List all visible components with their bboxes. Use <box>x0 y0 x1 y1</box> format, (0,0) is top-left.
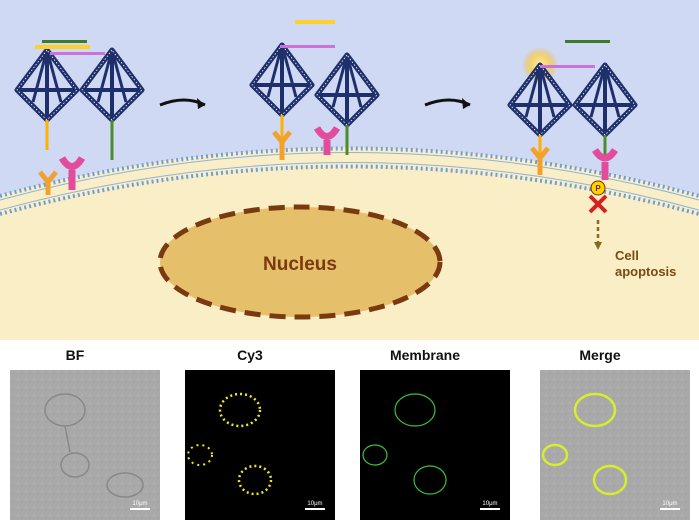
arrow-head-2 <box>462 98 470 109</box>
receptor-yellow <box>38 170 58 195</box>
bf-neurite <box>64 425 71 453</box>
phospho-label: P <box>595 184 601 193</box>
receptor-pink-3 <box>592 147 618 180</box>
receptor-pink <box>58 156 86 190</box>
scale-label: 10μm <box>662 501 677 507</box>
bf-panel: 10μm <box>10 370 160 520</box>
scale-label: 10μm <box>482 501 497 507</box>
phosphorylation-blocked-marker: P <box>588 180 608 214</box>
cy3-cell <box>237 464 273 496</box>
panel-title-cy3: Cy3 <box>237 347 263 363</box>
bf-cell <box>106 472 144 498</box>
released-strand <box>295 20 335 24</box>
linker-strand <box>50 52 105 55</box>
merge-image <box>540 370 690 520</box>
scale-bar <box>130 508 150 510</box>
stage-1-receptors <box>38 156 86 195</box>
panel-title-membrane: Membrane <box>390 347 460 363</box>
scale-bar <box>480 508 500 510</box>
panel-title-merge: Merge <box>579 347 620 363</box>
merge-panel: 10μm <box>540 370 690 520</box>
linker-strand-2 <box>280 45 335 48</box>
aptamer-strand <box>35 45 90 49</box>
membrane-cell <box>362 444 388 466</box>
merge-cell <box>592 464 628 496</box>
membrane-cell <box>394 393 436 427</box>
dna-strand-green <box>42 40 87 43</box>
scale-bar <box>660 508 680 510</box>
cy3-cell <box>187 444 213 466</box>
bf-image <box>10 370 160 520</box>
phospho-badge <box>590 180 606 196</box>
stage-2-dna-tetrahedra <box>252 20 377 155</box>
apoptosis-label-line1: Cell <box>615 248 639 263</box>
cy3-panel: 10μm <box>185 370 335 520</box>
scale-label: 10μm <box>307 501 322 507</box>
membrane-image <box>360 370 510 520</box>
arrow-head-1 <box>197 98 205 109</box>
bf-cell <box>60 452 90 478</box>
block-x-icon <box>588 194 608 214</box>
stage-3-dna-tetrahedra <box>510 40 635 160</box>
linker-strand-3 <box>540 65 595 68</box>
cy3-cell <box>218 392 262 428</box>
released-strand-3 <box>565 40 610 43</box>
nucleus-label: Nucleus <box>263 254 337 275</box>
merge-cell <box>573 392 617 428</box>
apoptosis-label-line2: apoptosis <box>615 264 676 279</box>
stage-3-receptors <box>530 146 618 180</box>
stage-1-dna-tetrahedra <box>17 40 142 160</box>
panel-title-bf: BF <box>66 347 85 363</box>
scale-label: 10μm <box>132 501 147 507</box>
scale-bar <box>305 508 325 510</box>
cy3-image <box>185 370 335 520</box>
nucleus <box>157 204 443 320</box>
stage-2-receptors <box>272 126 341 160</box>
apoptosis-arrow-head <box>594 242 602 250</box>
merge-cell <box>541 443 569 467</box>
receptor-pink-2 <box>313 126 341 155</box>
membrane-panel: 10μm <box>360 370 510 520</box>
receptor-yellow-2 <box>272 130 292 160</box>
membrane-cell <box>413 465 447 495</box>
receptor-yellow-3 <box>530 146 550 175</box>
